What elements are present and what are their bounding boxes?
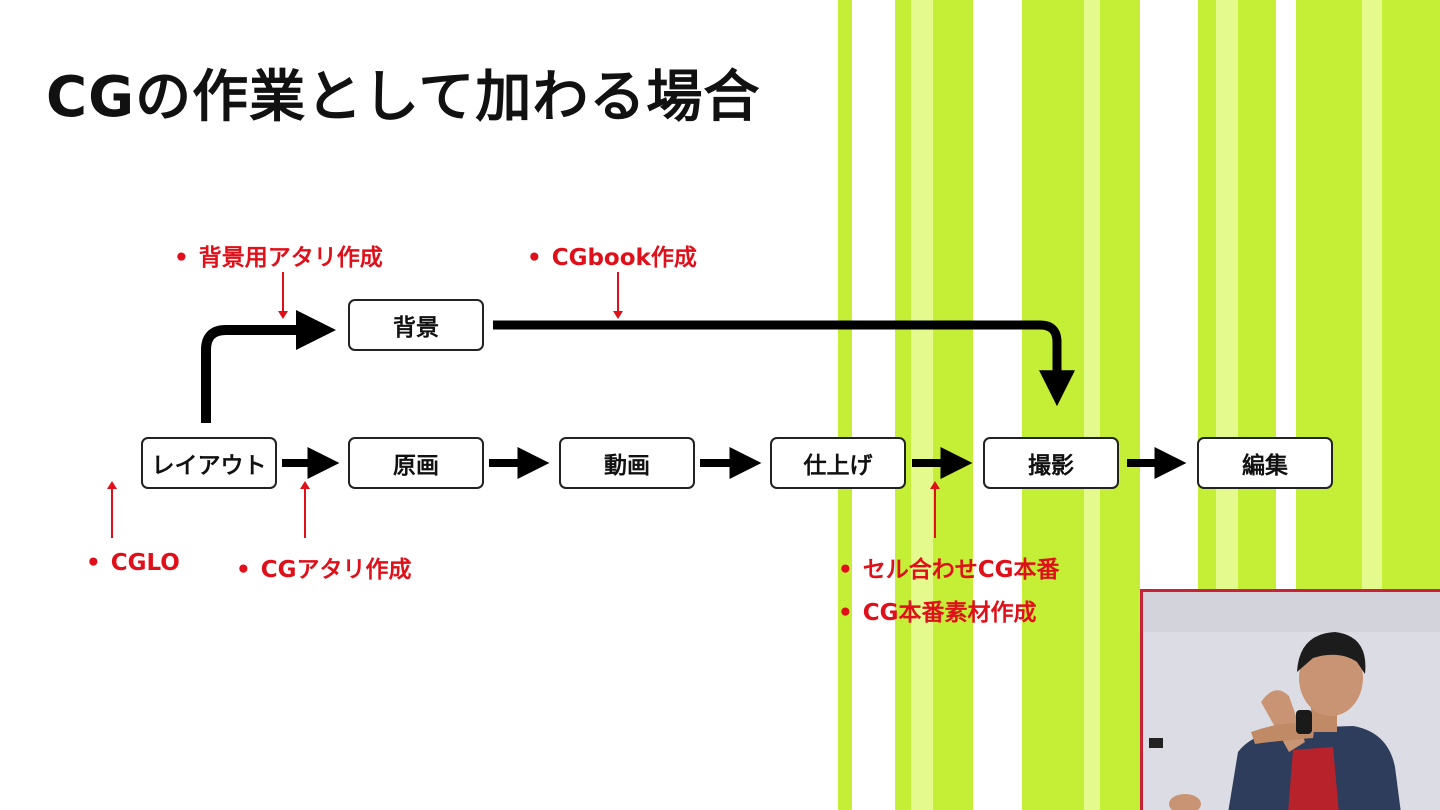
speaker-video-icon [1143, 592, 1440, 810]
node-douga: 動画 [559, 437, 695, 489]
node-henshu: 編集 [1197, 437, 1333, 489]
node-satsuei: 撮影 [983, 437, 1119, 489]
note-cg-material-text: CG本番素材作成 [862, 600, 1037, 626]
note-cel-cg-text: セル合わせCG本番 [862, 557, 1060, 583]
note-bullet: • [174, 245, 189, 271]
note-bg-atari: • 背景用アタリ作成 [174, 238, 383, 272]
note-bg-atari-text: 背景用アタリ作成 [198, 245, 383, 271]
note-cg-atari-text: CGアタリ作成 [260, 557, 412, 583]
note-bullet: • [236, 557, 251, 583]
arrow-haikei-satsuei [493, 320, 1075, 407]
note-bullet: • [527, 245, 542, 271]
note-cg-atari: • CGアタリ作成 [236, 550, 411, 584]
note-cgbook-text: CGbook作成 [551, 245, 697, 271]
node-layout: レイアウト [141, 437, 277, 489]
node-haikei: 背景 [348, 299, 484, 351]
note-bullet: • [838, 600, 853, 626]
note-cel-cg: • セル合わせCG本番 [838, 550, 1059, 584]
node-genga: 原画 [348, 437, 484, 489]
note-cgbook: • CGbook作成 [527, 238, 697, 272]
note-bullet: • [86, 550, 101, 576]
note-cglo: • CGLO [86, 550, 180, 576]
speaker-video-inset [1140, 589, 1440, 810]
red-pointer-arrows [107, 272, 940, 538]
note-bullet: • [838, 557, 853, 583]
note-cglo-text: CGLO [110, 550, 180, 576]
arrow-layout-haikei [201, 310, 336, 423]
slide-title: CGの作業として加わる場合 [46, 65, 761, 130]
note-cg-material: • CG本番素材作成 [838, 593, 1036, 627]
node-shiage: 仕上げ [770, 437, 906, 489]
